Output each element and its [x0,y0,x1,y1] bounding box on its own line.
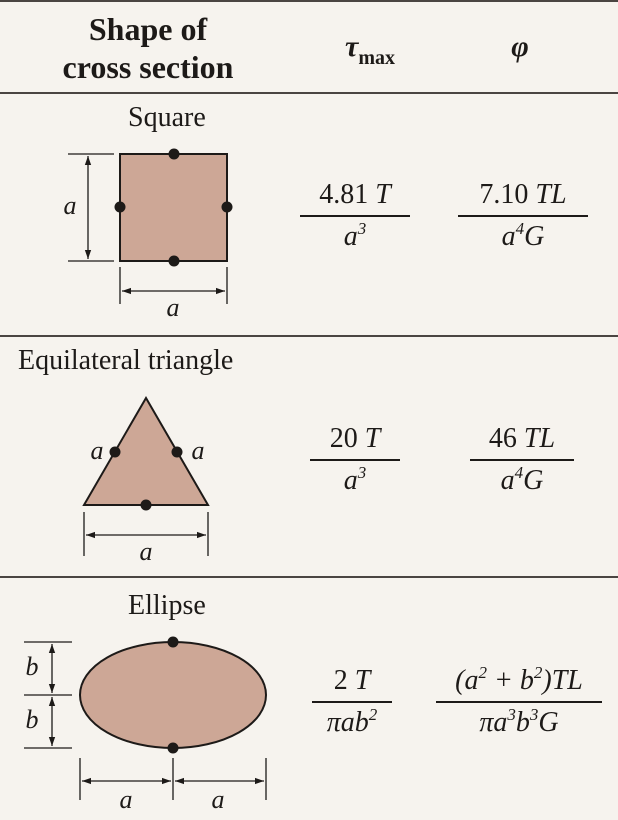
header-tau-symbol: τ [345,30,359,63]
ellipse-phi-den-b-exp: 3 [529,705,539,724]
header-phi: φ [511,30,529,63]
ellipse-phi-denominator: πa3b3G [436,703,602,740]
ellipse-point-bottom [167,742,179,754]
square-point-bottom [168,255,180,267]
triangle-phi-numerator: 46 TL [470,422,574,461]
row-ellipse-phi-formula: (a2 + b2)TL πa3b3G [436,664,602,740]
triangle-phi-den-exp: 4 [514,463,524,482]
square-phi-var: TL [535,179,567,210]
triangle-tau-var: T [364,423,381,454]
header-tau-subscript: max [358,47,395,69]
triangle-tau-den-exp: 3 [357,463,367,482]
triangle-tau-den-base: a [343,465,358,496]
square-diagram: a a [64,148,233,322]
row-triangle-title: Equilateral triangle [18,345,234,376]
square-tau-den-exp: 3 [357,219,367,238]
ellipse-point-top [167,636,179,648]
ellipse-label-a-right: a [212,785,225,814]
square-tau-var: T [375,179,391,210]
triangle-label-right: a [192,436,205,465]
square-phi-coef: 7.10 [479,179,529,210]
square-tau-den-base: a [343,221,358,252]
square-label-bottom: a [167,293,180,322]
triangle-tau-numerator: 20 T [310,422,400,461]
ellipse-phi-den-a: a [493,707,508,738]
triangle-phi-denominator: a4G [470,461,574,498]
header-tau-max: τmax [320,30,420,69]
ellipse-diagram: b b a a [24,636,267,814]
ellipse-phi-den-g: G [538,707,559,738]
row-divider-2 [0,576,618,578]
row-triangle-tau-formula: 20 T a3 [310,422,400,498]
row-divider-1 [0,335,618,337]
ellipse-label-b-top: b [26,652,39,681]
ellipse-tau-coef: 2 [333,665,348,696]
square-point-right [221,201,233,213]
triangle-point-left [109,446,121,458]
header-rule [0,92,618,94]
ellipse-phi-num-exp2: 2 [533,663,543,682]
ellipse-phi-num-open: (a [455,665,479,696]
square-phi-numerator: 7.10 TL [458,178,588,217]
triangle-point-right [171,446,183,458]
square-tau-coef: 4.81 [319,179,369,210]
row-triangle-phi-formula: 46 TL a4G [470,422,574,498]
ellipse-phi-numerator: (a2 + b2)TL [436,664,602,703]
ellipse-phi-num-exp1: 2 [478,663,487,682]
row-ellipse-tau-formula: 2 T πab2 [312,664,392,740]
square-point-left [114,201,126,213]
ellipse-phi-num-close: )TL [542,665,583,696]
row-square-tau-formula: 4.81 T a3 [300,178,410,254]
row-square-title: Square [128,102,206,133]
row-square-phi-formula: 7.10 TL a4G [458,178,588,254]
ellipse-tau-var: T [354,665,371,696]
ellipse-phi-den-b: b [515,707,530,738]
triangle-diagram: a a a [82,396,210,566]
row-ellipse-title: Ellipse [128,590,206,621]
square-phi-denominator: a4G [458,217,588,254]
square-point-top [168,148,180,160]
square-phi-den-exp: 4 [515,219,525,238]
header-shape-line2: cross section [62,49,234,85]
triangle-phi-var: TL [523,423,556,454]
ellipse-phi-den-pi: π [479,707,494,738]
header-shape-line1: Shape of [88,11,208,47]
triangle-tau-denominator: a3 [310,461,400,498]
triangle-label-bottom: a [140,537,153,566]
square-shape [119,153,228,262]
triangle-phi-coef: 46 [488,423,517,454]
top-rule [0,0,618,2]
square-label-left: a [64,191,77,220]
ellipse-phi-num-plus: + b [486,665,534,696]
square-phi-den-a: a [501,221,516,252]
ellipse-label-a-left: a [120,785,133,814]
ellipse-tau-numerator: 2 T [312,664,392,703]
header-shape-of-cross-section: Shape of cross section [28,10,268,86]
ellipse-tau-den-exp: 2 [368,705,378,724]
triangle-phi-den-g: G [523,465,544,496]
ellipse-tau-den-pi: π [326,707,341,738]
triangle-label-left: a [91,436,104,465]
ellipse-tau-den-ab: ab [340,707,369,738]
ellipse-phi-den-a-exp: 3 [507,705,516,724]
square-tau-denominator: a3 [300,217,410,254]
square-tau-numerator: 4.81 T [300,178,410,217]
ellipse-shape [79,641,267,749]
ellipse-tau-denominator: πab2 [312,703,392,740]
triangle-point-bottom [140,499,152,511]
ellipse-label-b-bottom: b [26,705,39,734]
triangle-tau-coef: 20 [329,423,358,454]
triangle-phi-den-a: a [500,465,515,496]
square-phi-den-g: G [524,221,545,252]
